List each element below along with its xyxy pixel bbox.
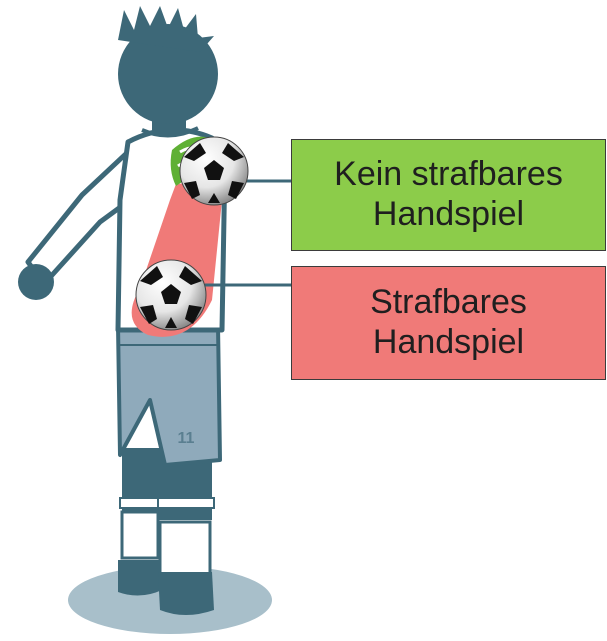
left-arm bbox=[18, 150, 130, 300]
head bbox=[118, 6, 218, 134]
shorts bbox=[118, 325, 220, 465]
no-offence-label-line2: Handspiel bbox=[373, 195, 524, 235]
legs bbox=[118, 448, 214, 615]
soccer-ball-icon bbox=[136, 260, 206, 330]
no-offence-label-line1: Kein strafbares bbox=[334, 155, 563, 195]
offence-label-line1: Strafbares bbox=[370, 283, 527, 323]
shorts-number: 11 bbox=[178, 430, 195, 447]
no-offence-label-box: Kein strafbares Handspiel bbox=[291, 139, 606, 251]
soccer-ball-icon bbox=[180, 137, 248, 205]
offence-label-box: Strafbares Handspiel bbox=[291, 266, 606, 380]
offence-label-line2: Handspiel bbox=[373, 323, 524, 363]
left-hand bbox=[18, 264, 54, 300]
